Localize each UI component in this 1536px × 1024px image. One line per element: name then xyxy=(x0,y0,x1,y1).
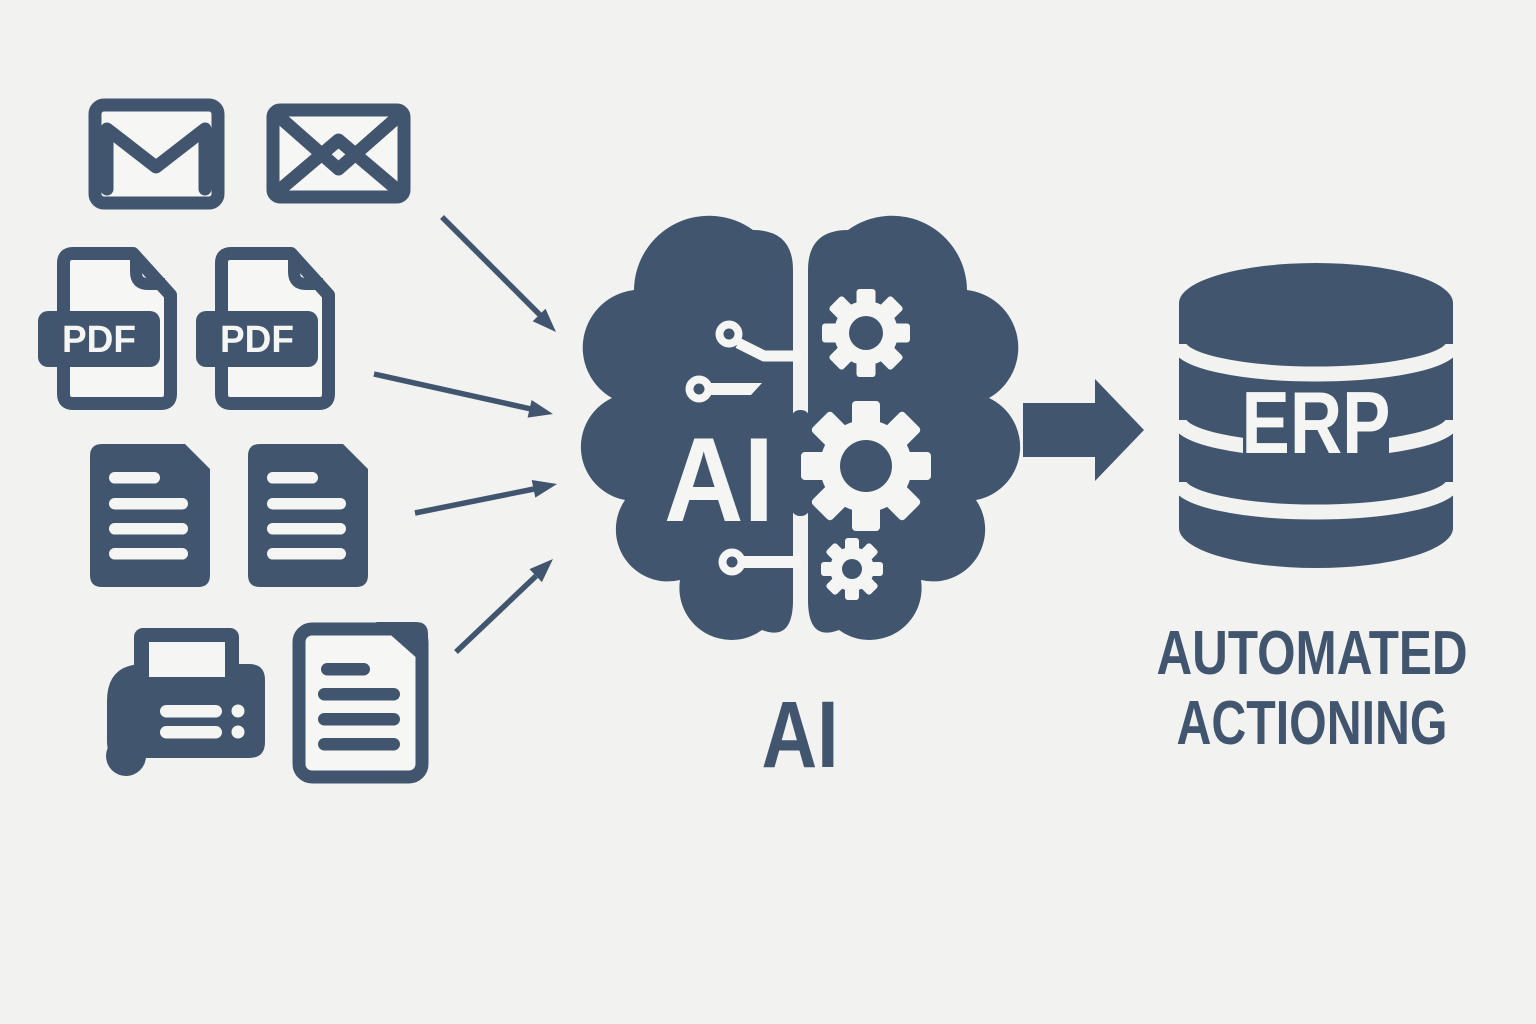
pdf-badge-label: PDF xyxy=(62,319,136,361)
gear-icon-middle xyxy=(801,401,931,531)
erp-text-panel xyxy=(1243,382,1389,466)
input-arrow-2 xyxy=(373,371,553,418)
gear-icon-top xyxy=(822,289,910,377)
brain-center-bridge xyxy=(791,410,810,516)
block-arrow-icon xyxy=(1023,379,1144,481)
ai-brain-icon: AI xyxy=(580,215,1021,640)
fax-icon xyxy=(106,628,265,776)
circuit-node-icon-3 xyxy=(718,548,801,576)
brain-ai-text: AI xyxy=(664,413,774,547)
brain-left-hemisphere xyxy=(580,215,793,640)
envelope-icon xyxy=(266,103,411,204)
document-icon-1 xyxy=(90,444,210,587)
output-caption: AUTOMATED ACTIONING xyxy=(1157,619,1468,758)
gmail-icon xyxy=(88,98,225,210)
gear-icon-bottom xyxy=(821,538,883,600)
input-arrows xyxy=(373,215,557,654)
database-band-1 xyxy=(1171,342,1461,382)
circuit-node-icon-1 xyxy=(715,320,801,362)
pdf-badge xyxy=(38,311,160,367)
pdf-badge xyxy=(196,311,318,367)
output-caption-line-1: AUTOMATED xyxy=(1157,619,1468,688)
input-arrow-3 xyxy=(414,480,557,516)
document-outline-icon xyxy=(292,622,429,784)
database-icon: ERP xyxy=(1171,263,1461,568)
document-icon-2 xyxy=(248,444,368,587)
output-caption-line-2: ACTIONING xyxy=(1177,689,1448,758)
erp-label: ERP xyxy=(1242,373,1391,472)
circuit-node-icon-2 xyxy=(685,375,762,403)
pdf-badge-label: PDF xyxy=(220,319,294,361)
input-arrow-4 xyxy=(454,559,553,654)
pdf-file-icon-1: PDF xyxy=(38,247,177,410)
ai-caption: AI xyxy=(762,682,839,788)
database-band-3 xyxy=(1171,480,1461,520)
pdf-file-icon-2: PDF xyxy=(196,247,335,410)
input-arrow-1 xyxy=(440,215,556,332)
